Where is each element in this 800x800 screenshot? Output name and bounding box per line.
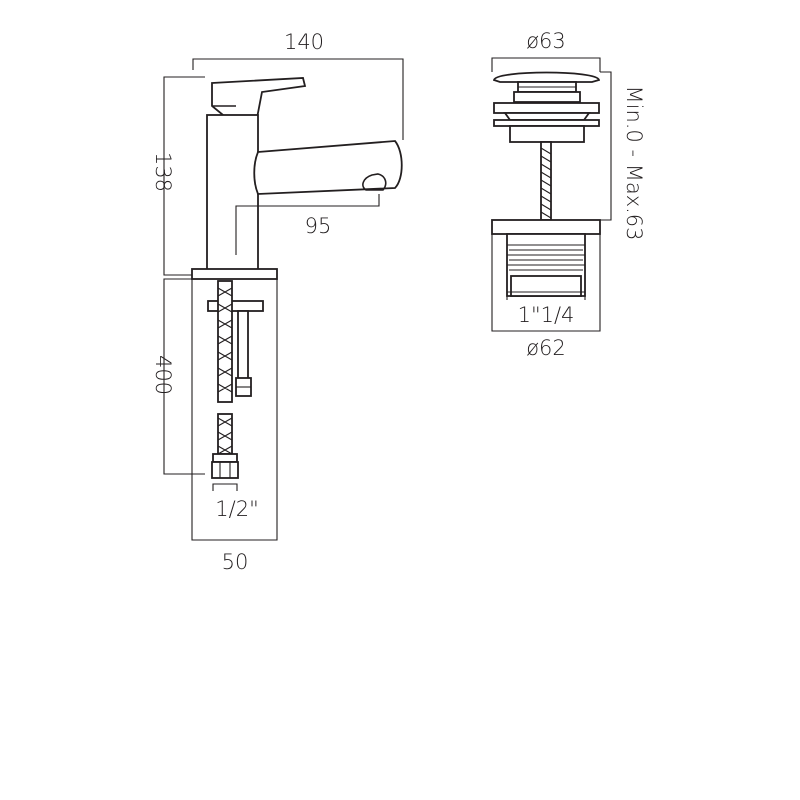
dim-hose-length-label: 400 (151, 355, 175, 395)
waste-flange (493, 102, 600, 114)
lever-handle (211, 77, 307, 125)
dome-cap (492, 71, 601, 83)
dim-body-diameter-label: ø62 (526, 336, 566, 360)
dim-thread-size: 1"1/4 (506, 291, 586, 327)
tap-body (206, 114, 259, 271)
braided-hose (217, 280, 233, 455)
clamp-plate (207, 300, 264, 312)
dim-cap-diameter-label: ø63 (526, 29, 566, 53)
dim-thread-size-label: 1"1/4 (518, 303, 575, 327)
dim-connector-size-label: 1/2" (215, 497, 258, 521)
basin-tap-drawing: 140 138 95 (151, 30, 404, 574)
dim-base-width-label: 50 (222, 550, 249, 574)
dim-basin-thickness: Min.0 - Max.63 (600, 71, 646, 241)
dim-overall-width-label: 140 (284, 30, 324, 54)
dim-connector-size: 1/2" (212, 483, 259, 521)
dim-cap-diameter: ø63 (491, 29, 601, 72)
threaded-stud (237, 310, 249, 380)
hose-connector-nut (211, 453, 239, 479)
dim-body-diameter: ø62 (491, 234, 601, 360)
spindle-rod (540, 141, 552, 221)
base-plate (191, 268, 278, 280)
dim-height: 138 (151, 76, 205, 276)
dim-overall-width: 140 (192, 30, 404, 140)
waste-body (491, 219, 601, 297)
dim-spout-reach-label: 95 (305, 214, 332, 238)
dim-base-width: 50 (191, 279, 278, 574)
spout (253, 140, 403, 195)
dim-hose-length: 400 (151, 278, 205, 475)
dim-spout-reach: 95 (235, 194, 380, 255)
dim-height-label: 138 (151, 152, 175, 192)
click-clack-waste-drawing: ø63 Min.0 - Max.63 (491, 29, 646, 360)
dim-basin-thickness-label: Min.0 - Max.63 (622, 85, 646, 240)
